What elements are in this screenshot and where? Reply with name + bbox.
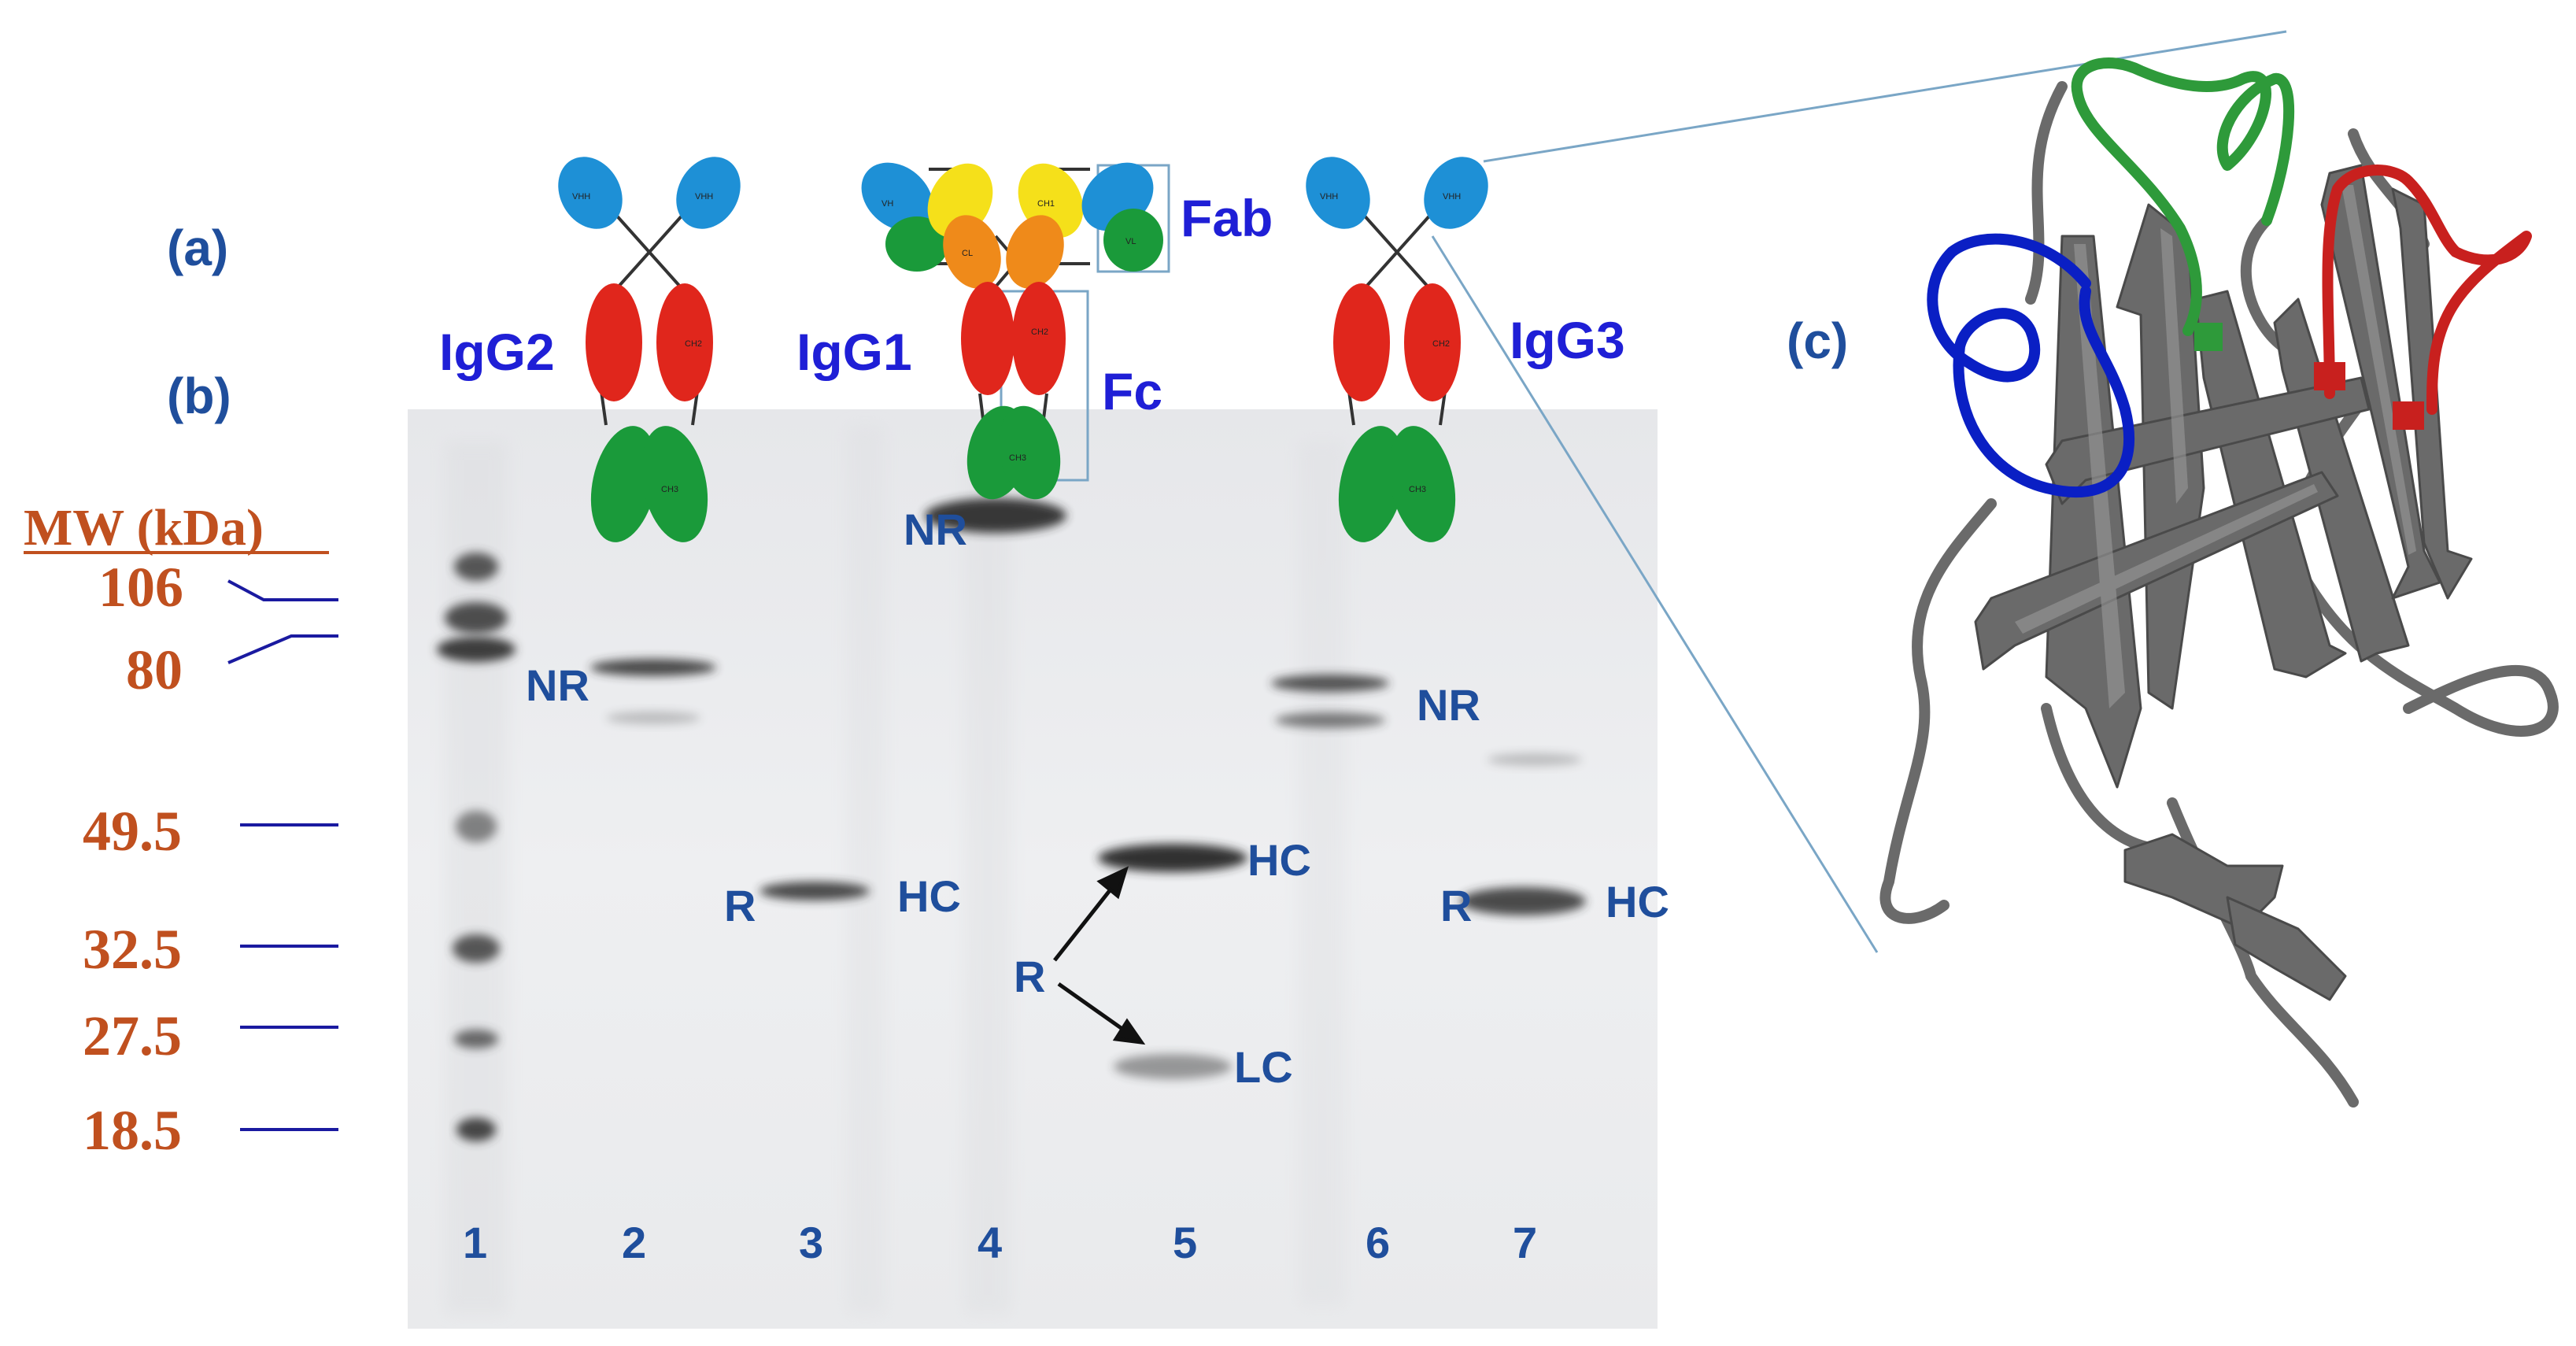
lane-numbers: 1 2 3 4 5 6 7 — [463, 1218, 1537, 1267]
mw-106: 106 — [98, 556, 183, 619]
beta-strands — [1974, 164, 2473, 1001]
mw-27-5: 27.5 — [83, 1004, 182, 1067]
panel-label-a: (a) — [167, 220, 228, 276]
mw-tick-lines — [227, 579, 338, 1131]
zoom-lines — [1431, 30, 2287, 953]
band-nr-lane6: NR — [1417, 680, 1480, 730]
svg-text:CH3: CH3 — [661, 485, 678, 494]
sample-bands — [590, 498, 1586, 1079]
label-fab: Fab — [1181, 189, 1273, 247]
ch2-domain-left — [586, 283, 642, 401]
panel-label-c: (c) — [1787, 312, 1848, 369]
svg-text:CH1: CH1 — [1037, 199, 1055, 209]
lane-6: 6 — [1366, 1218, 1390, 1267]
igg3-antibody-diagram: VHH VHH CH2 CH3 — [1306, 157, 1488, 542]
band-hc-lane3: HC — [897, 871, 961, 921]
svg-text:CH3: CH3 — [1409, 485, 1426, 494]
lane-7: 7 — [1513, 1218, 1537, 1267]
band-labels: NR NR NR R HC R HC LC R HC — [526, 505, 1669, 1092]
igg2-antibody-diagram: VHH VHH CH2 CH3 — [558, 157, 741, 542]
lane-4: 4 — [978, 1218, 1002, 1267]
svg-text:CH2: CH2 — [1432, 339, 1450, 349]
label-igg3: IgG3 — [1510, 311, 1625, 369]
svg-text:VL: VL — [1125, 237, 1136, 246]
svg-text:VHH: VHH — [572, 192, 590, 202]
band-hc-lane5: HC — [1247, 835, 1311, 885]
band-r-lane3: R — [724, 881, 756, 930]
ladder-bands — [437, 553, 516, 1141]
ch2-domain-right — [656, 283, 713, 401]
label-fc: Fc — [1102, 362, 1162, 420]
lane-3: 3 — [799, 1218, 823, 1267]
vhh-domain-right — [676, 157, 741, 229]
igg1-antibody-diagram: VH CL CH1 VL CH2 CH3 — [861, 162, 1170, 500]
band-hc-lane7: HC — [1606, 877, 1669, 926]
svg-text:CL: CL — [962, 249, 973, 258]
lane-2: 2 — [622, 1218, 646, 1267]
vhh-domain-left — [558, 157, 623, 229]
svg-text:CH2: CH2 — [685, 339, 702, 349]
mw-80: 80 — [126, 638, 183, 701]
mw-49-5: 49.5 — [83, 800, 182, 863]
reduction-arrows — [1053, 866, 1146, 1045]
ch3-domain-left — [590, 426, 658, 542]
band-nr-lane4: NR — [904, 505, 967, 554]
svg-text:VH: VH — [881, 199, 893, 209]
cdr2-loop-green — [2071, 57, 2295, 336]
band-nr-lane2: NR — [526, 660, 589, 710]
cdr1-loop-blue — [1927, 233, 2134, 497]
mw-heading: MW (kDa) — [24, 499, 264, 557]
band-r-lane5: R — [1014, 952, 1045, 1001]
sds-page-gel — [408, 409, 1658, 1329]
ch3-domain-right — [641, 426, 708, 542]
svg-text:VHH: VHH — [695, 192, 713, 202]
band-lc-lane5: LC — [1234, 1042, 1293, 1092]
svg-text:VHH: VHH — [1443, 192, 1461, 202]
lane-5: 5 — [1173, 1218, 1197, 1267]
mw-32-5: 32.5 — [83, 918, 182, 981]
label-igg1: IgG1 — [796, 323, 912, 381]
vhh-ribbon-structure — [1879, 57, 2559, 1107]
svg-text:VHH: VHH — [1320, 192, 1338, 202]
svg-text:CH2: CH2 — [1031, 327, 1048, 337]
label-igg2: IgG2 — [439, 323, 555, 381]
lane-1: 1 — [463, 1218, 487, 1267]
svg-text:CH3: CH3 — [1009, 453, 1026, 463]
panel-label-b: (b) — [167, 368, 231, 424]
band-r-lane7: R — [1440, 881, 1472, 930]
cdr3-loop-red — [2322, 165, 2532, 415]
mw-axis: MW (kDa) 106 80 49.5 32.5 27.5 18.5 — [24, 499, 338, 1162]
mw-18-5: 18.5 — [83, 1099, 182, 1162]
